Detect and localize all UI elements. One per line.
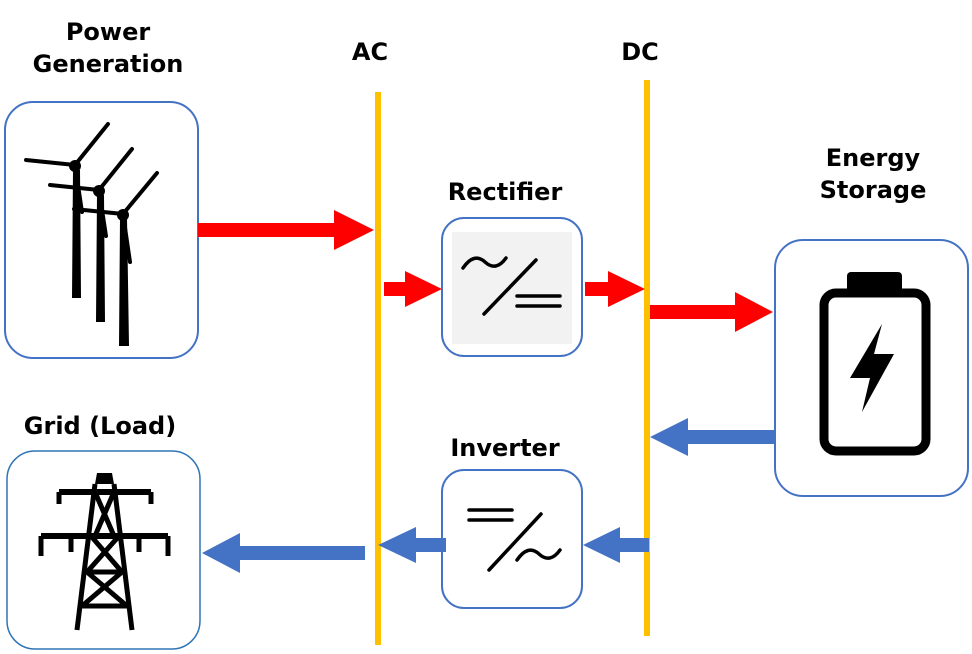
power-generation-label: Power Generation: [8, 16, 208, 80]
dc-bus-label: DC: [621, 38, 659, 66]
storage-to-dc-arrow: [650, 418, 775, 456]
ac-bus-label: AC: [351, 38, 389, 66]
ac-to-grid-arrow: [202, 533, 365, 573]
rectifier-label: Rectifier: [447, 178, 563, 206]
inverter-label: Inverter: [450, 434, 560, 462]
inverter-box: [441, 469, 583, 609]
transmission-tower-icon: [38, 473, 171, 631]
dc-to-storage-arrow: [650, 292, 773, 332]
energy-storage-label: Energy Storage: [775, 142, 971, 206]
reverse-power-arrows: [202, 418, 775, 573]
wind-turbines-icon: [24, 122, 159, 346]
power-generation-label-line2: Generation: [32, 50, 184, 78]
dc-to-ac-icon: [467, 508, 562, 572]
rectifier-icon-background: [452, 232, 572, 344]
ac-to-dc-icon: [461, 256, 562, 316]
power-generation-label-line1: Power: [65, 18, 151, 46]
battery-charging-icon: [819, 272, 931, 456]
rectifier-to-dc-arrow: [585, 271, 645, 307]
generation-to-ac-arrow: [198, 210, 374, 250]
dc-to-inverter-arrow: [583, 527, 649, 563]
inverter-to-ac-arrow: [378, 527, 446, 563]
ac-to-rectifier-arrow: [384, 271, 442, 307]
grid-load-label: Grid (Load): [23, 412, 177, 440]
forward-power-arrows: [198, 210, 773, 332]
energy-storage-label-line1: Energy: [825, 144, 921, 172]
energy-storage-label-line2: Storage: [819, 176, 927, 204]
